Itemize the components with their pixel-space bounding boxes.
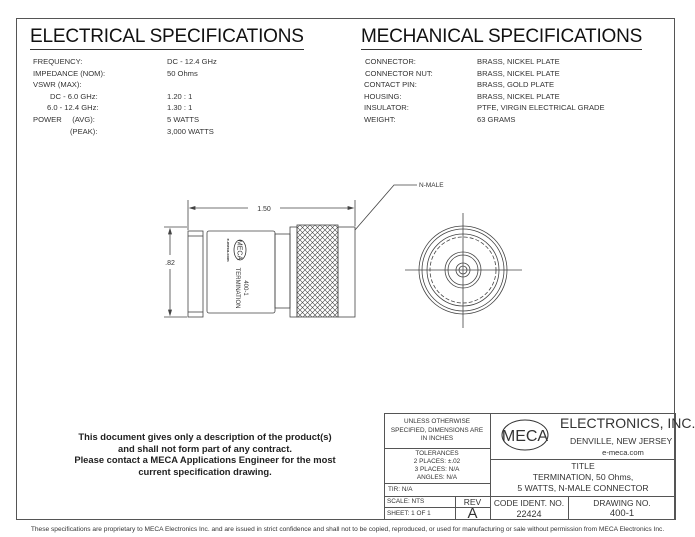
- disclaimer-line: Please contact a MECA Applications Engin…: [74, 454, 336, 465]
- body-logo: [233, 239, 247, 261]
- electrical-spec-label: 6.0 - 12.4 GHz:: [47, 103, 99, 113]
- disclaimer-line: and shall not form part of any contract.: [118, 442, 292, 454]
- electrical-spec-label: VSWR (MAX):: [33, 80, 82, 90]
- electrical-spec-value: 5 WATTS: [167, 115, 200, 124]
- footer-notice: These specifications are proprietary to …: [30, 526, 665, 533]
- mechanical-spec-value: PTFE, VIRGIN ELECTRICAL GRADE: [477, 103, 605, 113]
- front-view: [405, 213, 522, 328]
- tir: TIR: N/A: [388, 486, 413, 493]
- electrical-spec-label: POWER (AVG):: [33, 115, 95, 124]
- mechanical-spec-value: BRASS, GOLD PLATE: [477, 80, 555, 90]
- title-block: [384, 413, 676, 520]
- mechanical-spec-label: CONNECTOR NUT:: [365, 68, 433, 78]
- mechanical-spec-value: BRASS, NICKEL PLATE: [477, 68, 560, 78]
- sheet: SHEET: 1 OF 1: [387, 510, 431, 517]
- mechanical-spec-value: BRASS, NICKEL PLATE: [477, 91, 560, 101]
- rev-label: REV: [463, 497, 482, 507]
- code-ident-label: CODE IDENT. NO.: [493, 498, 565, 508]
- mechanical-spec-label: WEIGHT:: [364, 115, 396, 124]
- units-line: SPECIFIED, DIMENSIONS ARE: [390, 426, 484, 434]
- tolerance-line: 3 PLACES: N/A: [414, 466, 460, 473]
- connector-callout: N-MALE: [419, 182, 444, 189]
- length-dimension: [187, 200, 356, 230]
- disclaimer-line: current specification drawing.: [138, 465, 272, 477]
- tolerance-line: 2 PLACES: ±.02: [413, 458, 461, 465]
- tolerance-line: ANGLES: N/A: [416, 474, 458, 481]
- body-logo-text: MECA: [236, 240, 243, 261]
- title-line: TERMINATION, 50 Ohms,: [532, 472, 634, 482]
- mechanical-spec-label: CONTACT PIN:: [364, 80, 417, 90]
- electrical-spec-label: DC - 6.0 GHz:: [50, 91, 98, 101]
- mechanical-title: MECHANICAL SPECIFICATIONS: [361, 26, 642, 50]
- body-url: e-meca.com: [226, 238, 231, 262]
- electrical-spec-value: 50 Ohms: [167, 68, 198, 78]
- meca-logo: MECA: [501, 419, 549, 451]
- mechanical-spec-value: BRASS, NICKEL PLATE: [477, 57, 560, 66]
- meca-logo-text: MECA: [502, 428, 549, 445]
- length-dim-label: 1.50: [257, 206, 271, 213]
- connector-drawing: 1.50 .82 N-MALE MECA e-meca.com 400-1 TE…: [164, 182, 522, 328]
- mechanical-spec-label: INSULATOR:: [364, 103, 409, 113]
- electrical-spec-label: FREQUENCY:: [33, 57, 83, 66]
- electrical-title: ELECTRICAL SPECIFICATIONS: [30, 26, 304, 50]
- end-cap: [187, 230, 204, 318]
- electrical-spec-label: (PEAK):: [70, 126, 98, 136]
- mechanical-spec-label: HOUSING:: [364, 91, 402, 101]
- knurled-nut: [296, 224, 339, 318]
- rev-value: A: [467, 505, 478, 522]
- body-part-number: 400-1: [242, 280, 248, 296]
- drawing-no-label: DRAWING NO.: [593, 498, 651, 508]
- diameter-dimension: [164, 226, 187, 318]
- diameter-dim-label: .82: [165, 260, 175, 267]
- units-line: UNLESS OTHERWISE: [404, 418, 470, 425]
- electrical-spec-value: 3,000 WATTS: [167, 126, 214, 136]
- electrical-spec-label: IMPEDANCE (NOM):: [33, 68, 106, 78]
- mechanical-spec-label: CONNECTOR:: [365, 57, 416, 66]
- electrical-spec-value: 1.20 : 1: [167, 91, 193, 101]
- drawing-title: TITLE TERMINATION, 50 Ohms, 5 WATTS, N-M…: [490, 461, 676, 494]
- electrical-spec-value: 1.30 : 1: [167, 103, 193, 113]
- tolerances: TOLERANCES 2 PLACES: ±.02 3 PLACES: N/A …: [384, 450, 490, 482]
- company-location: DENVILLE, NEW JERSEY: [570, 436, 673, 446]
- code-ident-value: 22424: [516, 509, 542, 519]
- disclaimer: This document gives only a description o…: [60, 431, 350, 477]
- connector-front: [337, 226, 356, 318]
- callout-leader: [354, 184, 417, 231]
- ring: [289, 226, 298, 318]
- mechanical-spec-value: 63 GRAMS: [477, 115, 516, 124]
- title-line: 5 WATTS, N-MALE CONNECTOR: [517, 483, 649, 493]
- company-name: ELECTRONICS, INC.: [560, 415, 695, 431]
- drawing-frame: [16, 18, 675, 520]
- title-label: TITLE: [571, 461, 595, 471]
- electrical-spec-value: DC - 12.4 GHz: [167, 57, 217, 66]
- units-note: UNLESS OTHERWISE SPECIFIED, DIMENSIONS A…: [384, 418, 490, 444]
- body-neck: [274, 233, 291, 309]
- body-label: TERMINATION: [234, 268, 240, 309]
- disclaimer-line: This document gives only a description o…: [78, 431, 332, 442]
- drawing-no-value: 400-1: [609, 508, 635, 519]
- tolerance-line: TOLERANCES: [415, 450, 459, 457]
- scale: SCALE: NTS: [387, 498, 425, 505]
- company-website: e-meca.com: [602, 448, 644, 457]
- units-line: IN INCHES: [420, 435, 454, 442]
